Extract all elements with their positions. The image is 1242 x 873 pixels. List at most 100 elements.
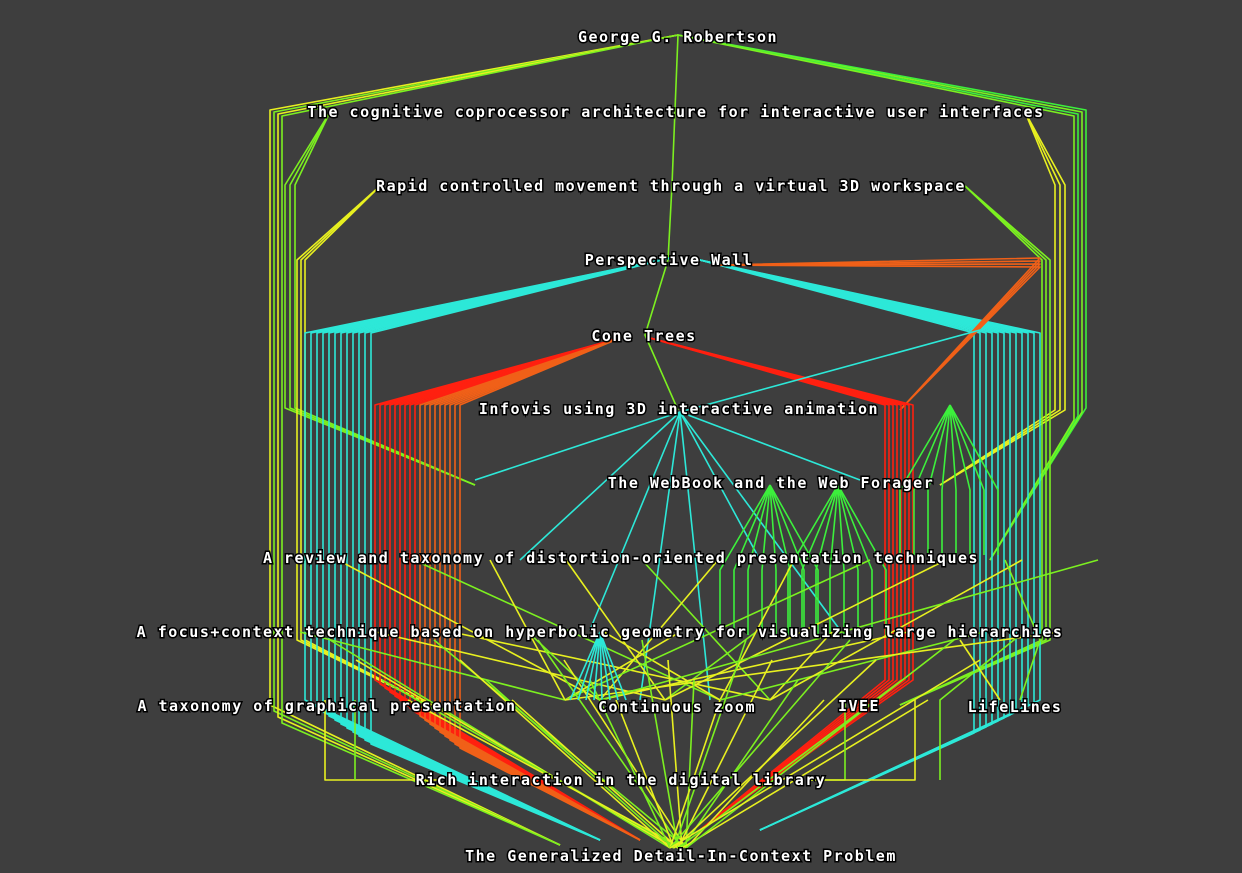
- citation-edge: [949, 404, 971, 555]
- citation-edge: [277, 34, 679, 846]
- citation-edge: [679, 411, 861, 481]
- citation-edge: [949, 404, 999, 555]
- label-layer: George G. Robertson The cognitive coproc…: [135, 27, 1064, 867]
- citation-edge: [939, 634, 1021, 780]
- citation-edge: [459, 337, 641, 841]
- citation-edge: [296, 185, 431, 706]
- citation-edge: [599, 631, 611, 701]
- node-focus[interactable]: A focus+context technique based on hyper…: [135, 622, 1064, 643]
- citation-edge: [329, 639, 671, 849]
- citation-edge: [699, 259, 975, 831]
- node-cognitive[interactable]: The cognitive coprocessor architecture f…: [306, 102, 1045, 123]
- citation-edge: [599, 631, 603, 701]
- node-taxonomy[interactable]: A taxonomy of graphical presentation: [136, 696, 517, 717]
- citation-edge: [589, 679, 671, 849]
- citation-edge: [355, 659, 675, 849]
- citation-edge: [685, 679, 695, 849]
- citation-edge: [769, 484, 777, 635]
- node-ivee[interactable]: IVEE: [836, 696, 880, 717]
- citation-edge: [289, 111, 476, 486]
- citation-edge: [733, 484, 771, 635]
- citation-edge: [273, 34, 679, 846]
- citation-edge: [949, 404, 957, 555]
- citation-edge: [485, 679, 675, 849]
- citation-edge: [685, 639, 955, 849]
- citation-edge: [664, 631, 757, 701]
- node-cone[interactable]: Cone Trees: [590, 326, 697, 347]
- node-review[interactable]: A review and taxonomy of distortion-orie…: [261, 548, 979, 569]
- citation-edge: [939, 111, 1061, 486]
- citation-edge: [719, 264, 1041, 411]
- citation-edge: [269, 34, 679, 846]
- citation-edge: [681, 699, 929, 849]
- node-perspective[interactable]: Perspective Wall: [583, 250, 754, 271]
- citation-edge: [337, 559, 601, 701]
- citation-edge: [589, 411, 681, 631]
- citation-edge: [679, 411, 711, 701]
- citation-edge: [899, 185, 1043, 706]
- citation-edge: [699, 259, 1029, 831]
- citation-edge: [615, 699, 675, 849]
- citation-edge: [511, 699, 679, 849]
- node-webbook[interactable]: The WebBook and the Web Forager: [606, 473, 934, 494]
- citation-edge: [677, 659, 773, 849]
- node-generalized[interactable]: The Generalized Detail-In-Context Proble…: [464, 846, 897, 867]
- citation-edge: [370, 257, 671, 841]
- citation-edge: [769, 484, 791, 635]
- citation-edge: [677, 34, 1075, 561]
- citation-edge: [673, 639, 747, 849]
- citation-edge: [685, 699, 825, 849]
- citation-edge: [519, 411, 681, 561]
- citation-edge: [681, 679, 799, 849]
- citation-edge: [899, 404, 951, 555]
- citation-edge: [669, 699, 721, 849]
- citation-edge: [641, 639, 679, 849]
- citation-edge: [810, 700, 916, 781]
- citation-edge: [569, 631, 601, 701]
- citation-edge: [829, 484, 839, 635]
- citation-edge: [941, 404, 951, 555]
- citation-edge: [474, 411, 681, 481]
- citation-edge: [537, 639, 683, 849]
- node-zoom[interactable]: Continuous zoom: [597, 697, 756, 718]
- citation-edge: [299, 631, 566, 701]
- citation-edge: [673, 659, 877, 849]
- node-rapid[interactable]: Rapid controlled movement through a virt…: [375, 176, 966, 197]
- citation-edge: [769, 631, 833, 701]
- citation-edge: [585, 631, 601, 701]
- citation-edge: [669, 659, 981, 849]
- citation-edge: [837, 484, 887, 635]
- citation-edge: [375, 631, 666, 701]
- citation-edge: [489, 559, 566, 701]
- citation-edge: [564, 559, 871, 701]
- citation-edge: [769, 484, 819, 635]
- citation-edge: [599, 631, 619, 701]
- citation-edge: [564, 631, 681, 701]
- citation-edge: [761, 484, 771, 635]
- citation-edge: [603, 631, 721, 701]
- node-rich[interactable]: Rich interaction in the digital library: [414, 770, 827, 791]
- citation-edge: [837, 484, 845, 635]
- citation-edge: [593, 631, 601, 701]
- citation-edge: [769, 484, 805, 635]
- node-lifelines[interactable]: LifeLines: [966, 697, 1063, 718]
- citation-edge: [679, 411, 761, 561]
- citation-edge: [719, 484, 771, 635]
- citation-edge: [564, 631, 1061, 701]
- citation-edge: [664, 559, 947, 701]
- citation-edge: [949, 404, 985, 555]
- citation-edge: [641, 559, 771, 701]
- citation-edge: [281, 34, 679, 846]
- citation-edge: [959, 639, 1001, 701]
- citation-edge: [599, 631, 627, 701]
- node-robertson[interactable]: George G. Robertson: [576, 27, 778, 48]
- node-infovis[interactable]: Infovis using 3D interactive animation: [477, 399, 879, 420]
- citation-edge: [324, 700, 440, 781]
- citation-edge: [719, 631, 985, 701]
- citation-edge: [769, 559, 1023, 701]
- citation-edge: [837, 484, 859, 635]
- citation-edge: [407, 699, 683, 849]
- citation-edge: [699, 259, 1017, 831]
- citation-edge: [669, 639, 851, 849]
